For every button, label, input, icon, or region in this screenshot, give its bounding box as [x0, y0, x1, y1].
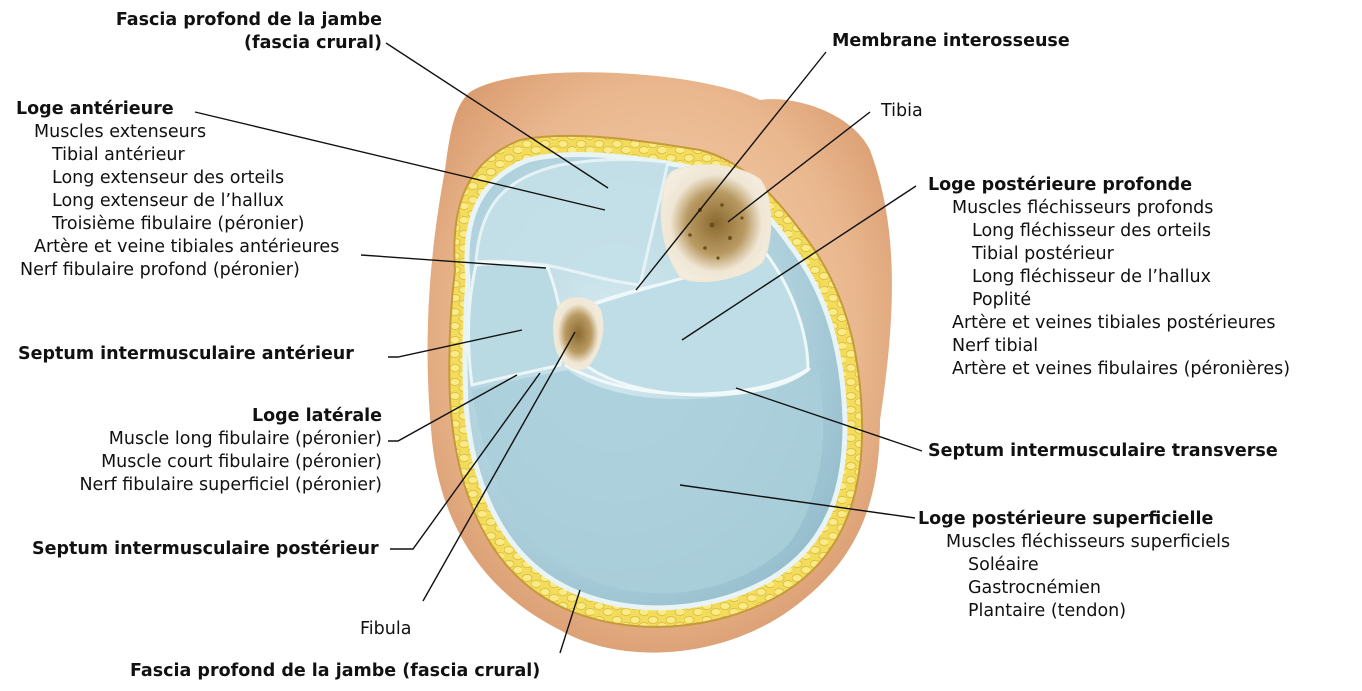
loge-laterale-item: Nerf fibulaire superficiel (péronier) [0, 474, 382, 497]
loge-anterieure-title: Loge antérieure [16, 98, 339, 121]
fibula-label: Fibula [360, 618, 411, 641]
loge-laterale-item: Muscle court fibulaire (péronier) [0, 451, 382, 474]
loge-post-profonde-item: Long fléchisseur de l’hallux [928, 266, 1290, 289]
membrane-label: Membrane interosseuse [832, 30, 1070, 53]
loge-anterieure-group: Loge antérieure Muscles extenseurs Tibia… [16, 98, 339, 282]
tibia-label: Tibia [881, 100, 923, 123]
loge-post-superficielle-item: Plantaire (tendon) [918, 600, 1230, 623]
septum-posterieur-label: Septum intermusculaire postérieur [32, 538, 379, 561]
septum-anterieur-label: Septum intermusculaire antérieur [18, 343, 354, 366]
loge-anterieure-item: Artère et veine tibiales antérieures [16, 236, 339, 259]
loge-post-superficielle-item: Soléaire [918, 554, 1230, 577]
fascia-bottom-label: Fascia profond de la jambe (fascia crura… [130, 660, 540, 683]
loge-post-profonde-item: Nerf tibial [928, 335, 1290, 358]
loge-post-profonde-group: Loge postérieure profonde Muscles fléchi… [928, 174, 1290, 381]
loge-anterieure-item: Nerf fibulaire profond (péronier) [16, 259, 339, 282]
fascia-top-line1: Fascia profond de la jambe [92, 9, 382, 32]
loge-anterieure-item: Muscles extenseurs [16, 121, 339, 144]
loge-anterieure-item: Long extenseur des orteils [16, 167, 339, 190]
loge-post-profonde-item: Tibial postérieur [928, 243, 1290, 266]
loge-post-profonde-item: Muscles fléchisseurs profonds [928, 197, 1290, 220]
loge-anterieure-item: Troisième fibulaire (péronier) [16, 213, 339, 236]
fascia-top-line2: (fascia crural) [92, 32, 382, 55]
loge-post-profonde-item: Poplité [928, 289, 1290, 312]
loge-anterieure-item: Tibial antérieur [16, 144, 339, 167]
loge-post-superficielle-item: Gastrocnémien [918, 577, 1230, 600]
loge-post-profonde-title: Loge postérieure profonde [928, 174, 1290, 197]
fascia-top-label: Fascia profond de la jambe (fascia crura… [92, 9, 382, 55]
lateral-compartment [469, 264, 562, 385]
loge-post-superficielle-title: Loge postérieure superficielle [918, 508, 1230, 531]
loge-anterieure-item: Long extenseur de l’hallux [16, 190, 339, 213]
septum-transverse-label: Septum intermusculaire transverse [928, 440, 1278, 463]
tibia-bone [662, 165, 771, 281]
loge-post-superficielle-group: Loge postérieure superficielle Muscles f… [918, 508, 1230, 623]
loge-post-profonde-item: Artère et veines fibulaires (péronières) [928, 358, 1290, 381]
loge-post-superficielle-item: Muscles fléchisseurs superficiels [918, 531, 1230, 554]
loge-post-profonde-item: Long fléchisseur des orteils [928, 220, 1290, 243]
loge-laterale-group: Loge latérale Muscle long fibulaire (pér… [0, 405, 382, 497]
loge-post-profonde-item: Artère et veines tibiales postérieures [928, 312, 1290, 335]
loge-laterale-item: Muscle long fibulaire (péronier) [0, 428, 382, 451]
loge-laterale-title: Loge latérale [0, 405, 382, 428]
